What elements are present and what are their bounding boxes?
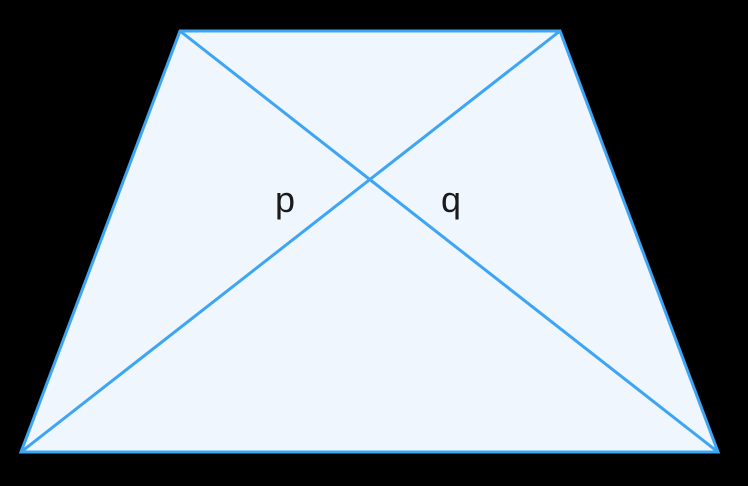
label-q: q xyxy=(441,179,461,220)
diagonal-top-left-to-bottom-right xyxy=(179,29,719,454)
label-p: p xyxy=(275,179,295,220)
trapezoid-outline xyxy=(18,29,721,454)
diagonal-top-right-to-bottom-left xyxy=(20,29,561,454)
